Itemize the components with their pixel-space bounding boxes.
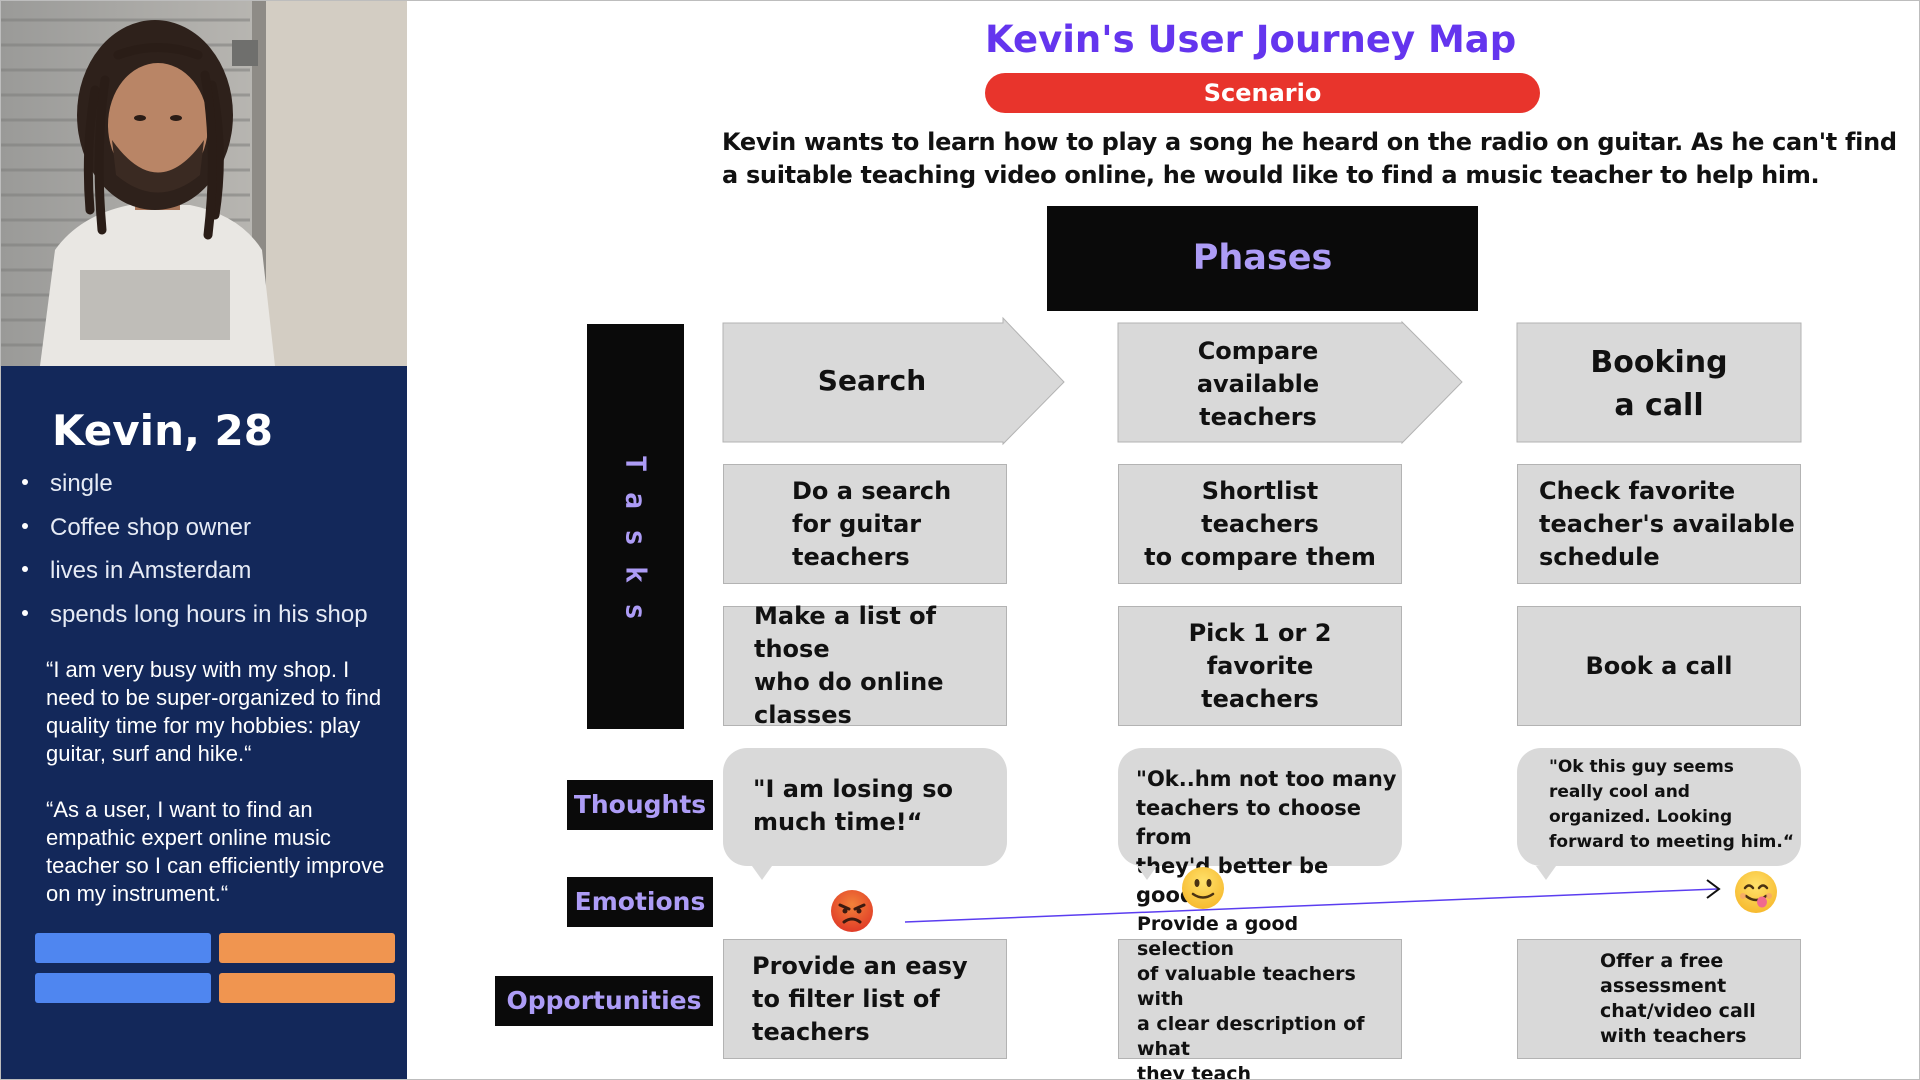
opportunities-label: Opportunities: [495, 976, 713, 1026]
face-savoring-food-icon: [1734, 870, 1778, 914]
thought-bubble: "I am losing so much time!“: [723, 748, 1007, 866]
thoughts-label: Thoughts: [567, 780, 713, 830]
persona-trait: spends long hours in his shop: [22, 601, 368, 629]
task-text: Do a search for guitar teachers: [792, 476, 952, 571]
persona-bar-orange-2: [219, 973, 395, 1003]
angry-face-icon: [830, 889, 874, 933]
task-text: Pick 1 or 2 favorite teachers: [1188, 618, 1332, 713]
opportunity-card: Provide a good selection of valuable tea…: [1118, 913, 1402, 1080]
task-card: Book a call: [1517, 606, 1801, 726]
persona-quote-1: “I am very busy with my shop. I need to …: [46, 657, 382, 766]
task-card: Do a search for guitar teachers: [723, 464, 1007, 584]
persona-bar-blue-1: [35, 933, 211, 963]
task-card: Make a list of those who do online class…: [723, 602, 1007, 729]
tasks-label-bar: [587, 324, 684, 729]
opportunity-text: Provide an easy to filter list of teache…: [752, 951, 968, 1046]
persona-trait: Coffee shop owner: [22, 514, 251, 542]
tasks-label-letter: s: [619, 529, 653, 546]
persona-panel: Kevin, 28 single Coffee shop owner lives…: [0, 366, 407, 1080]
bullet-icon: [22, 609, 28, 616]
emotions-label: Emotions: [567, 877, 713, 927]
opportunity-text: Provide a good selection of valuable tea…: [1137, 912, 1365, 1080]
phase-booking-label: Booking a call: [1590, 345, 1728, 423]
bullet-icon: [22, 522, 28, 529]
bullet-icon: [22, 478, 28, 485]
persona-quote-2: “As a user, I want to find an empathic e…: [46, 797, 385, 906]
tasks-label-letter: a: [619, 492, 653, 509]
persona-bar-blue-2: [35, 973, 211, 1003]
scenario-pill: Scenario: [985, 73, 1540, 113]
persona-photo: [0, 0, 407, 366]
persona-name: Kevin, 28: [52, 406, 273, 455]
opportunity-text: Offer a free assessment chat/video call …: [1600, 950, 1756, 1047]
tasks-label-letter: T: [619, 455, 653, 472]
task-text: Check favorite teacher's available sched…: [1539, 476, 1795, 571]
persona-trait-label: spends long hours in his shop: [50, 601, 368, 628]
task-card: Shortlist teachers to compare them: [1118, 464, 1402, 584]
persona-bar-orange-1: [219, 933, 395, 963]
thought-bubble: "Ok..hm not too many teachers to choose …: [1118, 748, 1402, 907]
tasks-label-letter: k: [619, 566, 653, 583]
opportunity-card: Offer a free assessment chat/video call …: [1517, 939, 1801, 1059]
page-title: Kevin's User Journey Map: [985, 18, 1517, 61]
persona-photo-image: [0, 0, 407, 366]
persona-trait: single: [22, 470, 113, 498]
scenario-text-line-1: Kevin wants to learn how to play a song …: [722, 128, 1897, 156]
persona-trait-label: Coffee shop owner: [50, 514, 252, 541]
task-text: Make a list of those who do online class…: [754, 602, 944, 729]
phase-compare-label: Compare available teachers: [1196, 337, 1320, 431]
persona-trait-label: single: [50, 470, 113, 497]
thought-bubble: "Ok this guy seems really cool and organ…: [1517, 748, 1801, 866]
emotion-arrowhead-icon: [1706, 879, 1721, 899]
thought-bubble-tail: [1536, 866, 1556, 880]
thought-bubble-tail: [1137, 866, 1157, 880]
task-text: Book a call: [1585, 651, 1733, 680]
persona-trait: lives in Amsterdam: [22, 557, 251, 585]
opportunity-card: Provide an easy to filter list of teache…: [723, 939, 1007, 1059]
task-text: Shortlist teachers to compare them: [1144, 476, 1376, 571]
slightly-smiling-face-icon: [1181, 866, 1225, 910]
bullet-icon: [22, 565, 28, 572]
phases-header: Phases: [1047, 206, 1478, 311]
phase-search-label: Search: [817, 364, 927, 397]
thought-bubble-tail: [752, 866, 772, 880]
tasks-label-letter: s: [619, 603, 653, 620]
task-card: Check favorite teacher's available sched…: [1517, 464, 1801, 584]
task-card: Pick 1 or 2 favorite teachers: [1118, 606, 1402, 726]
scenario-text-line-2: a suitable teaching video online, he wou…: [722, 161, 1820, 189]
persona-trait-label: lives in Amsterdam: [50, 557, 252, 584]
